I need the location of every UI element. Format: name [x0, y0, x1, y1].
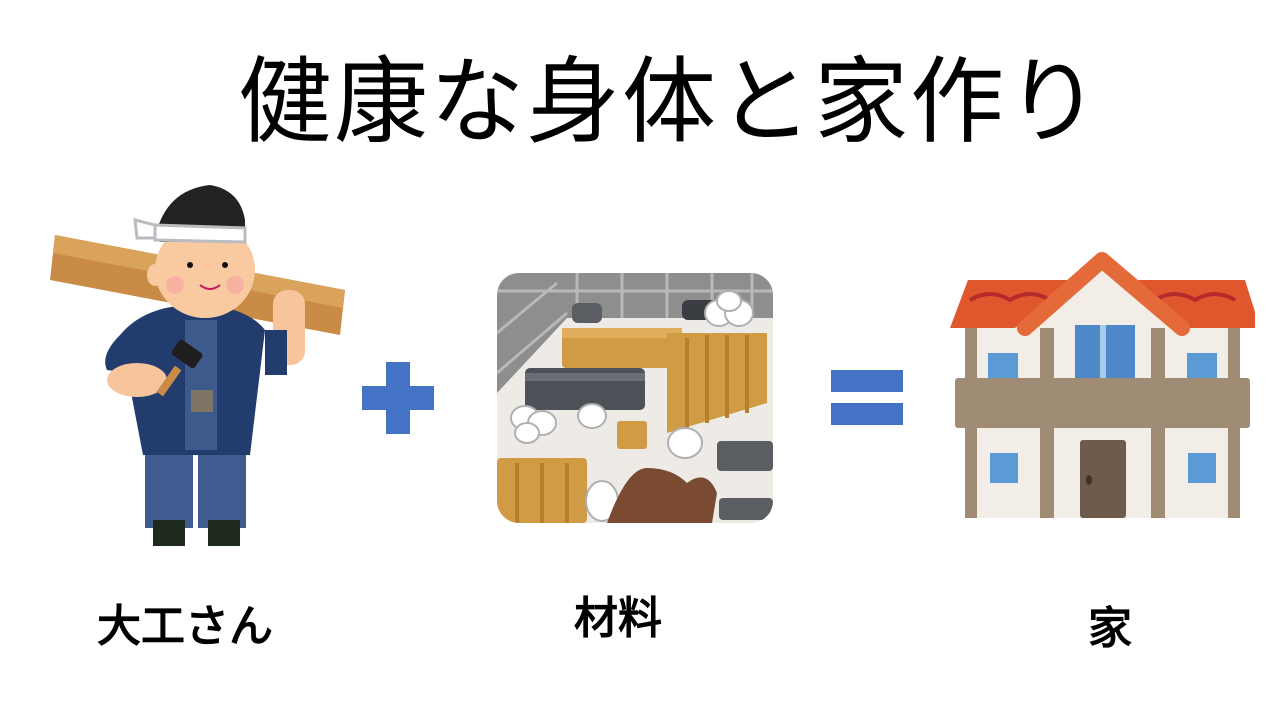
slide-title: 健康な身体と家作り	[237, 48, 1102, 157]
materials-label: 材料	[574, 593, 662, 644]
materials-illustration	[497, 273, 773, 523]
house-label: 家	[1088, 603, 1132, 654]
carpenter-label: 大工さん	[97, 601, 273, 652]
carpenter-illustration	[50, 185, 345, 546]
equals-icon	[831, 370, 903, 425]
house-illustration	[950, 252, 1255, 518]
plus-icon	[362, 362, 434, 434]
